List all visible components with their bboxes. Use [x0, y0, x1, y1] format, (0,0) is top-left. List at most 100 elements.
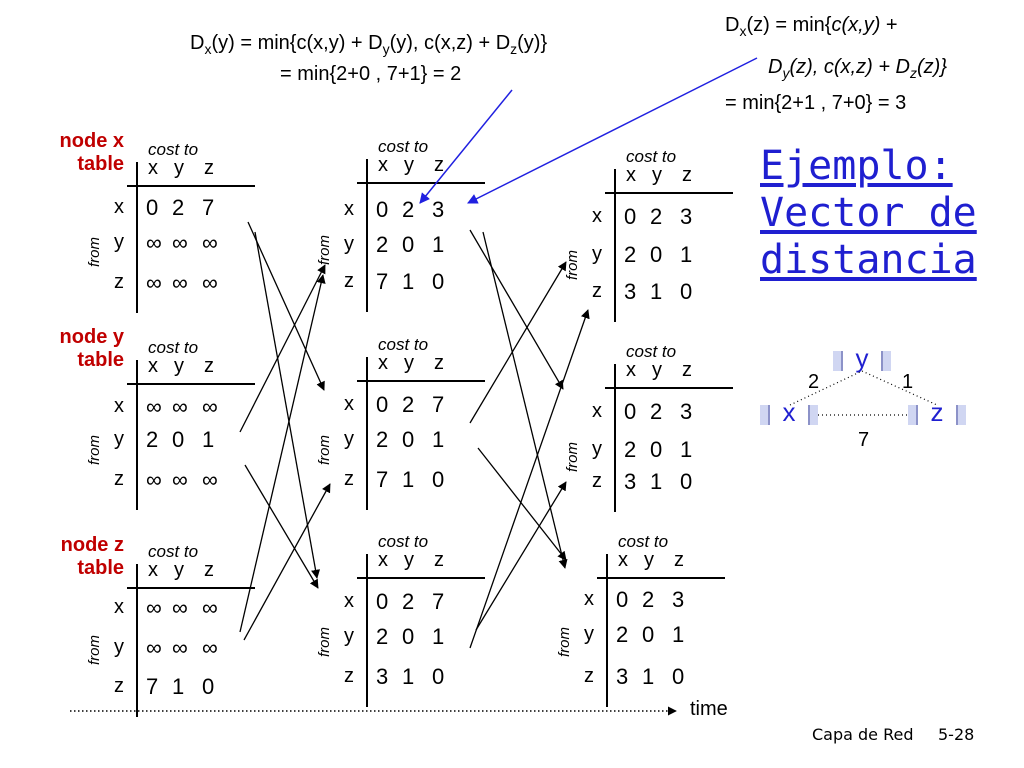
t2_y-cell-y-y: 0 — [650, 437, 663, 462]
footer-page: 5-28 — [938, 725, 975, 744]
t0_z-cell-x-x: ∞ — [146, 595, 162, 620]
t2_y-cell-z-x: 3 — [624, 469, 637, 494]
edge-cost-yz: 1 — [902, 371, 914, 393]
t0_x-row-divider — [136, 162, 138, 313]
t0_z-col-header-z: z — [204, 559, 214, 581]
t0_x-col-header-z: z — [204, 157, 214, 179]
arrow-z1-x2 — [469, 309, 590, 649]
t1_x-col-header-z: z — [434, 154, 444, 176]
t1_y-header-divider — [357, 380, 485, 382]
t0_z-row-label-x: x — [114, 596, 124, 618]
edge-cost-xz: 7 — [858, 429, 870, 451]
node-y-table-title: node y table — [59, 326, 124, 371]
t0_x-cell-y-y: ∞ — [172, 230, 188, 255]
t1_y-cell-y-x: 2 — [376, 427, 389, 452]
t0_y-cell-y-x: 2 — [146, 427, 159, 452]
formula-dxz-line3: = min{2+1 , 7+0} = 3 — [725, 92, 907, 114]
t0_x-col-header-x: x — [148, 157, 158, 179]
node-z-table-title: node z table — [60, 534, 124, 579]
t1_x-col-header-x: x — [378, 154, 388, 176]
t2_x-col-header-x: x — [626, 164, 636, 186]
t2_y-row-divider — [614, 364, 616, 512]
t1_z-row-label-z: z — [344, 665, 354, 687]
t1_y-col-header-x: x — [378, 352, 388, 374]
t0_x-cell-z-z: ∞ — [202, 270, 218, 295]
formula-dxy-line1: Dx(y) = min{c(x,y) + Dy(y), c(x,z) + Dz(… — [190, 32, 548, 57]
t1_x-row-divider — [366, 159, 368, 312]
t2_z-cell-y-z: 1 — [672, 622, 685, 647]
t1_x-row-label-z: z — [344, 270, 354, 292]
t2_x-cost-to-label: cost to — [626, 147, 677, 166]
t1_x-cell-y-x: 2 — [376, 232, 389, 257]
t2_z-cell-x-z: 3 — [672, 587, 685, 612]
formula-dxz-line2: Dy(z), c(x,z) + Dz(z)} — [768, 56, 947, 81]
t2_y-col-header-z: z — [682, 359, 692, 381]
t0_x-row-label-y: y — [114, 231, 124, 253]
t1_y-col-header-y: y — [404, 352, 414, 374]
t0_y-row-divider — [136, 360, 138, 510]
t2_z-cell-z-z: 0 — [672, 664, 685, 689]
t0_y-cell-x-x: ∞ — [146, 394, 162, 419]
t0_z-cell-x-z: ∞ — [202, 595, 218, 620]
arrow-y1-x2 — [469, 261, 567, 424]
t0_y-cost-to-label: cost to — [148, 338, 199, 357]
t2_x-row-divider — [614, 169, 616, 322]
title-line-2: Vector de — [760, 190, 977, 236]
t1_z-row-label-x: x — [344, 590, 354, 612]
t0_y-row-label-x: x — [114, 395, 124, 417]
t2_x-row-label-x: x — [592, 205, 602, 227]
title-line-3: distancia — [760, 237, 977, 283]
t1_y-cell-z-y: 1 — [402, 467, 415, 492]
t2_x-header-divider — [605, 192, 733, 194]
t0_y-cell-z-x: ∞ — [146, 467, 162, 492]
arrow-y1-z2 — [477, 447, 567, 561]
t2_y-row-label-y: y — [592, 438, 602, 460]
t1_x-cell-x-y: 2 — [402, 197, 415, 222]
t0_z-col-header-x: x — [148, 559, 158, 581]
t0_z-row-label-y: y — [114, 636, 124, 658]
t1_y-cell-z-z: 0 — [432, 467, 445, 492]
t1_y-row-divider — [366, 357, 368, 510]
edge-cost-xy: 2 — [808, 371, 820, 393]
t1_z-cell-y-x: 2 — [376, 624, 389, 649]
t2_x-cell-x-y: 2 — [650, 204, 663, 229]
t0_z-row-label-z: z — [114, 675, 124, 697]
arrow-y0-z1 — [244, 464, 319, 589]
t2_z-cell-y-x: 2 — [616, 622, 629, 647]
t1_x-cell-y-z: 1 — [432, 232, 445, 257]
t0_x-cell-z-x: ∞ — [146, 270, 162, 295]
t0_x-header-divider — [127, 185, 255, 187]
t0_y-cell-z-y: ∞ — [172, 467, 188, 492]
t0_y-col-header-x: x — [148, 355, 158, 377]
t2_x-row-label-y: y — [592, 243, 602, 265]
t1_z-col-header-z: z — [434, 549, 444, 571]
t1_x-cell-z-z: 0 — [432, 269, 445, 294]
node-x-table-title: node x table — [59, 130, 124, 175]
t1_z-cell-z-y: 1 — [402, 664, 415, 689]
arrow-x0-y1 — [247, 221, 325, 391]
t1_z-col-header-y: y — [404, 549, 414, 571]
t2_y-cell-z-z: 0 — [680, 469, 693, 494]
t0_y-cell-z-z: ∞ — [202, 467, 218, 492]
t2_x-cell-z-x: 3 — [624, 279, 637, 304]
t0_z-cell-y-x: ∞ — [146, 635, 162, 660]
t2_y-row-label-z: z — [592, 470, 602, 492]
t2_y-cell-y-x: 2 — [624, 437, 637, 462]
t0_z-row-divider — [136, 564, 138, 717]
t0_x-col-header-y: y — [174, 157, 184, 179]
t0_x-cell-y-z: ∞ — [202, 230, 218, 255]
t1_y-cell-y-z: 1 — [432, 427, 445, 452]
t0_z-cell-x-y: ∞ — [172, 595, 188, 620]
t0_x-cell-z-y: ∞ — [172, 270, 188, 295]
t1_z-cell-x-y: 2 — [402, 589, 415, 614]
footer-section: Capa de Red — [812, 725, 914, 744]
t1_z-cell-x-z: 7 — [432, 589, 445, 614]
t0_y-cell-x-z: ∞ — [202, 394, 218, 419]
t2_x-col-header-z: z — [682, 164, 692, 186]
t0_y-col-header-z: z — [204, 355, 214, 377]
t1_y-cell-y-y: 0 — [402, 427, 415, 452]
t0_x-cell-x-y: 2 — [172, 195, 185, 220]
t1_z-cost-to-label: cost to — [378, 532, 429, 551]
formula-pointer-dxy — [419, 89, 513, 204]
